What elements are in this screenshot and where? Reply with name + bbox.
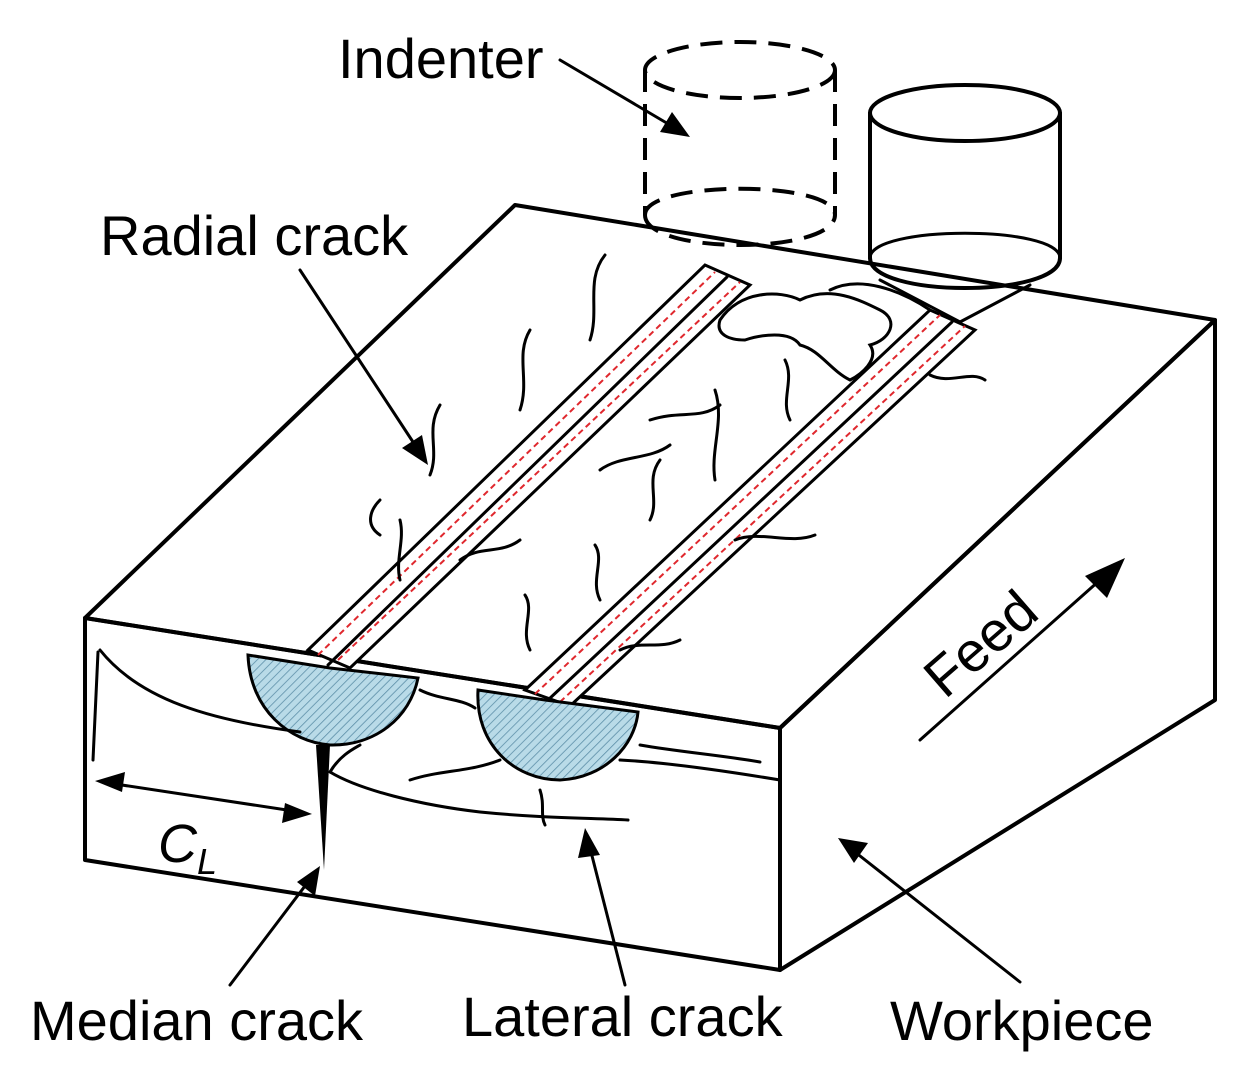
front-face-cracks bbox=[91, 648, 782, 870]
lateral-crack-right bbox=[618, 758, 782, 782]
workpiece-label: Workpiece bbox=[890, 989, 1154, 1052]
scratch-groove-right bbox=[522, 308, 978, 708]
indenter-dashed bbox=[643, 40, 837, 247]
lateral-crack-label: Lateral crack bbox=[462, 985, 784, 1048]
leader-arrows bbox=[95, 58, 1022, 987]
radial-crack-label: Radial crack bbox=[100, 204, 409, 267]
scratch-groove-left bbox=[305, 263, 753, 670]
indenter-label: Indenter bbox=[338, 27, 544, 90]
plastic-zone-left bbox=[246, 653, 420, 747]
lateral-crack-left-lower bbox=[328, 770, 630, 822]
cl-label: CL bbox=[158, 814, 217, 882]
radial-cracks bbox=[369, 253, 987, 652]
indenter-solid bbox=[868, 83, 1062, 324]
lateral-crack-left-upper bbox=[98, 648, 302, 734]
median-crack-label: Median crack bbox=[30, 989, 364, 1052]
plastic-zone-right bbox=[476, 688, 640, 782]
chipped-region bbox=[717, 292, 893, 382]
median-crack bbox=[316, 745, 330, 870]
feed-arrow bbox=[918, 558, 1125, 742]
workpiece-side-face bbox=[778, 318, 1217, 972]
